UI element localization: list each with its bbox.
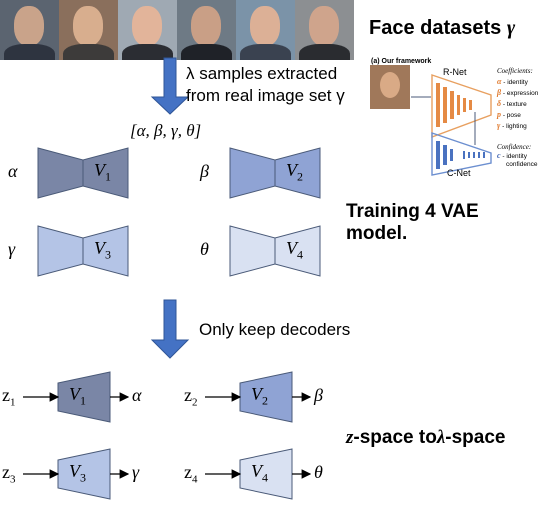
- decoder-label-3: V3: [69, 461, 86, 485]
- decoder-section-label: z-space toλ-space: [346, 427, 505, 449]
- coeff-label: - pose: [502, 112, 521, 119]
- coeff-title: Coefficients:: [497, 67, 533, 75]
- coeff-row-5: γ - lighting: [497, 121, 538, 132]
- decoder-out-3: γ: [132, 462, 140, 482]
- face-thumbnails: [0, 0, 355, 60]
- decoder-label-mid: -space to: [353, 427, 437, 448]
- rnet-label: R-Net: [443, 67, 467, 77]
- decoder-label-lambda: λ: [436, 427, 446, 448]
- coeff-label: - lighting: [502, 123, 527, 130]
- title-symbol: γ: [506, 17, 516, 39]
- inset-caption: (a) Our framework: [371, 58, 432, 65]
- decoder-out-1: α: [132, 385, 142, 405]
- coeff-label: - identity: [503, 79, 528, 86]
- face-image-4: [177, 0, 236, 60]
- decoder-label-4: V4: [251, 461, 268, 485]
- framework-diagram: [370, 65, 492, 176]
- decoder-out-4: θ: [314, 462, 323, 482]
- face-image-1: [0, 0, 59, 60]
- conf-label-1: - identity: [502, 153, 527, 160]
- rnet-layers: [436, 83, 472, 127]
- conf-symbol: c: [497, 151, 501, 160]
- vae-label-2: V2: [286, 160, 303, 184]
- decoder-label-end: -space: [445, 427, 506, 448]
- cnet-label: C-Net: [447, 168, 471, 178]
- conf-label-2: confidence: [506, 161, 538, 168]
- vae-input-4: θ: [200, 239, 209, 259]
- decoder-label-1: V1: [69, 384, 86, 408]
- conf-title: Confidence:: [497, 143, 532, 151]
- decoder-z-2: z2: [184, 385, 198, 409]
- decoder-label-z: z: [346, 427, 354, 448]
- vae-label-1: V1: [94, 160, 111, 184]
- vae-input-3: γ: [8, 239, 16, 259]
- framework-inset: (a) Our framework R-Net C-Net Coefficien…: [369, 57, 549, 180]
- decoder-z-3: z3: [2, 462, 16, 486]
- arrow1-line-2: from real image set γ: [186, 86, 345, 105]
- decoder-label-2: V2: [251, 384, 268, 408]
- decoder-z-4: z4: [184, 462, 198, 486]
- coeff-row-4: p - pose: [497, 110, 538, 121]
- face-image-5: [236, 0, 295, 60]
- decoder-out-2: β: [314, 385, 323, 405]
- cnet-layers: [436, 141, 485, 169]
- vae-label-line-1: Training 4 VAE: [346, 201, 479, 222]
- coeff-symbol: α: [497, 77, 502, 86]
- face-image-2: [59, 0, 118, 60]
- coeff-row-2: β - expression: [497, 88, 538, 99]
- coeff-symbol: δ: [497, 99, 502, 108]
- vae-input-1: α: [8, 161, 18, 181]
- coeff-symbol: p: [497, 110, 501, 119]
- vae-section-label: Training 4 VAE model.: [346, 201, 479, 245]
- face-image-6: [295, 0, 354, 60]
- param-vector: [α, β, γ, θ]: [130, 121, 202, 140]
- title-text: Face datasets: [369, 17, 502, 39]
- coeff-symbol: γ: [497, 121, 501, 130]
- arrow1-line-1: λ samples extracted: [186, 64, 338, 83]
- inset-face-head: [380, 72, 400, 98]
- coeff-label: - expression: [502, 90, 539, 97]
- conf-row: c - identity confidence: [497, 152, 537, 169]
- rnet-outline: [431, 74, 492, 139]
- coeff-row-1: α - identity: [497, 77, 538, 88]
- down-arrow-1: [150, 57, 190, 115]
- face-image-3: [118, 0, 177, 60]
- vae-input-2: β: [200, 161, 209, 181]
- vae-label-line-2: model.: [346, 223, 408, 244]
- title: Face datasets γ: [369, 17, 515, 40]
- vae-label-3: V3: [94, 238, 111, 262]
- vae-label-4: V4: [286, 238, 303, 262]
- arrow1-text: λ samples extracted from real image set …: [186, 63, 345, 107]
- cnet-outline: [431, 132, 492, 176]
- arrow2-text: Only keep decoders: [199, 320, 351, 339]
- decoder-z-1: z1: [2, 385, 16, 409]
- coeff-row-3: δ - texture: [497, 99, 538, 110]
- coeff-label: - texture: [502, 101, 527, 108]
- down-arrow-2: [150, 299, 190, 359]
- coeff-symbol: β: [497, 88, 502, 97]
